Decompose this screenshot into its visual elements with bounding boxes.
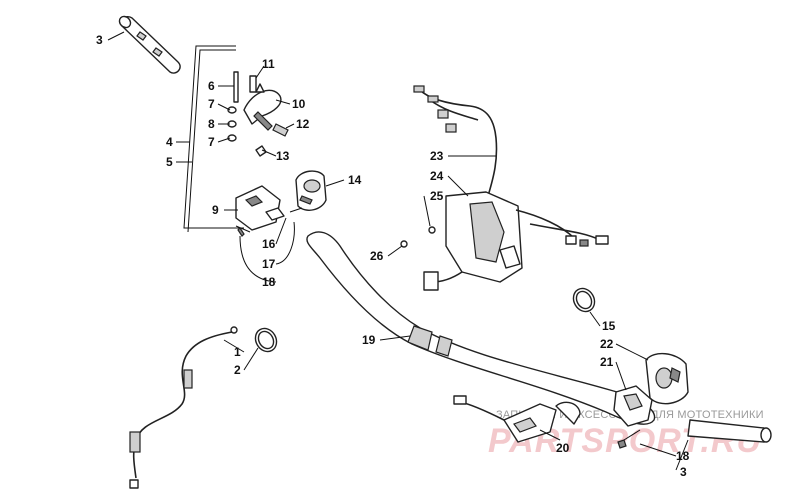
callout-18b: 18 [676, 449, 690, 463]
hardware-18-right [617, 429, 641, 449]
callout-22: 22 [600, 337, 614, 351]
assembly-bracket [183, 45, 244, 233]
housing-24 [400, 191, 609, 291]
callout-1: 1 [234, 345, 241, 359]
callout-13: 13 [276, 149, 290, 163]
callout-15: 15 [602, 319, 616, 333]
callout-23: 23 [430, 149, 444, 163]
callout-7b: 7 [208, 135, 215, 149]
callout-3b: 3 [680, 465, 687, 479]
callout-6: 6 [208, 79, 215, 93]
throttle-cable [129, 326, 238, 489]
callout-8: 8 [208, 117, 215, 131]
callout-21: 21 [600, 355, 614, 369]
callout-18: 18 [262, 275, 276, 289]
right-lever-21 [613, 385, 653, 427]
callout-3: 3 [96, 33, 103, 47]
harness-23 [413, 85, 498, 197]
callout-5: 5 [166, 155, 173, 169]
callout-2: 2 [234, 363, 241, 377]
switch-14 [289, 170, 327, 213]
right-switch-22 [645, 353, 689, 405]
callout-9: 9 [212, 203, 219, 217]
leader-lines [107, 31, 689, 471]
callout-12: 12 [296, 117, 310, 131]
callout-17: 17 [262, 257, 276, 271]
component-20 [453, 395, 581, 443]
callout-16: 16 [262, 237, 276, 251]
callout-25: 25 [430, 189, 444, 203]
ring-15 [572, 287, 596, 313]
callout-labels: 3 6 11 7 10 8 12 4 7 13 5 14 9 16 17 18 … [96, 33, 690, 479]
callout-11: 11 [262, 57, 275, 71]
callout-7: 7 [208, 97, 215, 111]
left-grip [118, 15, 181, 74]
callout-4: 4 [166, 135, 173, 149]
callout-26: 26 [370, 249, 384, 263]
ring-2 [254, 327, 278, 353]
callout-14: 14 [348, 173, 362, 187]
callout-10: 10 [292, 97, 306, 111]
left-switch-housing [235, 185, 285, 237]
right-grip [687, 419, 772, 443]
callout-19: 19 [362, 333, 376, 347]
callout-24: 24 [430, 169, 444, 183]
callout-20: 20 [556, 441, 570, 455]
throttle-housing [227, 71, 289, 157]
